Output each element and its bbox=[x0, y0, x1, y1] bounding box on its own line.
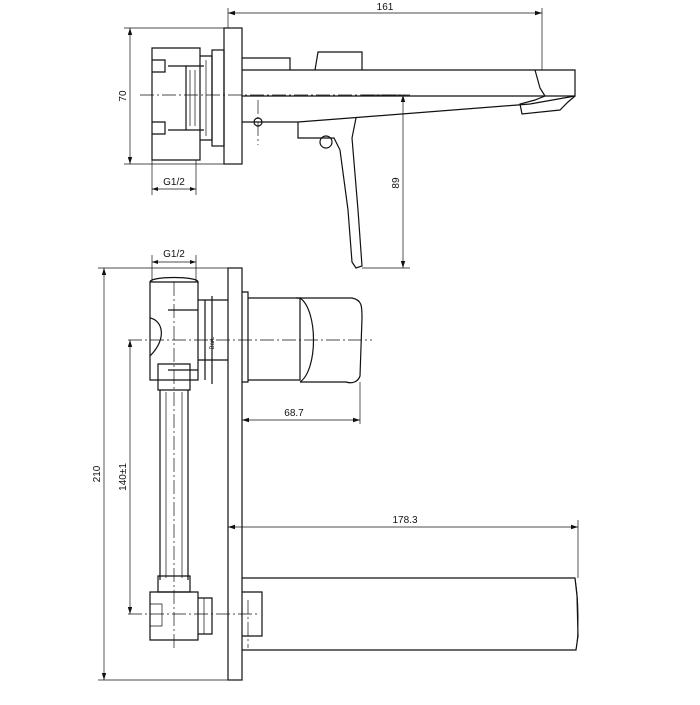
top-view: 161 70 G1/2 89 bbox=[118, 2, 576, 269]
dim-spout-length: 178.3 bbox=[392, 515, 417, 526]
upper-valve-body bbox=[149, 281, 199, 381]
cartridge bbox=[242, 291, 301, 383]
dim-top-thread: G1/2 bbox=[163, 177, 185, 188]
dim-overall-height: 210 bbox=[92, 465, 103, 482]
top-spout bbox=[242, 69, 576, 97]
top-valve-body bbox=[151, 47, 201, 161]
dim-valve-spacing: 140±1 bbox=[118, 463, 129, 491]
dim-handle-depth: 68.7 bbox=[284, 408, 304, 419]
brand-marking: BarL bbox=[210, 336, 216, 349]
top-wall-plate bbox=[223, 27, 243, 165]
dim-bottom-thread: G1/2 bbox=[163, 249, 185, 260]
dim-handle-drop: 89 bbox=[391, 177, 402, 189]
dim-top-height: 70 bbox=[118, 90, 129, 102]
connecting-pipe bbox=[159, 390, 189, 580]
top-aerator bbox=[519, 69, 576, 115]
dim-top-width: 161 bbox=[377, 2, 394, 13]
side-view: BarL G1/2 68.7 bbox=[92, 249, 579, 681]
top-handle bbox=[297, 117, 363, 269]
side-spout bbox=[242, 577, 579, 651]
side-wall-plate bbox=[227, 267, 243, 681]
side-handle bbox=[296, 297, 363, 384]
